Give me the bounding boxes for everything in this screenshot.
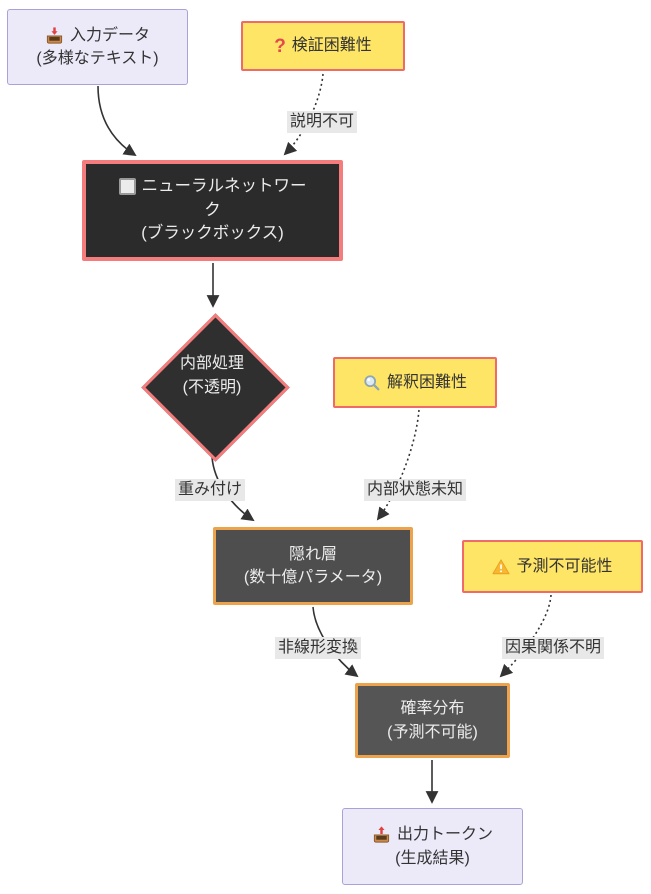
verification-difficulty-label: 検証困難性 bbox=[291, 37, 372, 55]
magnifier-icon bbox=[363, 374, 381, 392]
inbox-tray-icon bbox=[45, 26, 64, 45]
neural-network-title-line1: ニューラルネットワー bbox=[141, 176, 307, 195]
edge-label-internal-state-unknown: 内部状態未知 bbox=[363, 479, 467, 501]
edge-verification-to-nn bbox=[283, 73, 324, 156]
edge-unpredictability-to-probability bbox=[499, 594, 552, 678]
internal-process-text: 内部処理 (不透明) bbox=[132, 352, 292, 400]
edge-label-explain-impossible: 説明不可 bbox=[286, 111, 358, 133]
white-square-icon bbox=[118, 178, 136, 196]
internal-process-title: 内部処理 bbox=[179, 355, 244, 372]
probability-title: 確率分布 bbox=[400, 700, 465, 718]
input-data-subtitle: (多様なテキスト) bbox=[36, 50, 159, 67]
hidden-layer-subtitle: (数十億パラメータ) bbox=[243, 569, 383, 586]
edge-label-weighting: 重み付け bbox=[174, 479, 246, 501]
unpredictability-note: 予測不可能性 bbox=[462, 540, 643, 593]
neural-network-title-line2: ク bbox=[204, 200, 221, 219]
probability-subtitle: (予測不可能) bbox=[387, 723, 478, 741]
edge-input-to-nn bbox=[97, 85, 137, 157]
warning-icon bbox=[492, 558, 511, 576]
input-data-node: 入力データ (多様なテキスト) bbox=[7, 9, 188, 85]
hidden-layer-node: 隠れ層 (数十億パラメータ) bbox=[213, 527, 413, 605]
hidden-layer-title: 隠れ層 bbox=[288, 545, 337, 563]
output-token-title: 出力トークン bbox=[396, 826, 493, 844]
interpretation-difficulty-note: 解釈困難性 bbox=[333, 357, 497, 408]
input-data-title: 入力データ bbox=[69, 26, 150, 44]
internal-process-subtitle: (不透明) bbox=[182, 379, 242, 396]
output-token-node: 出力トークン (生成結果) bbox=[342, 808, 523, 885]
probability-distribution-node: 確率分布 (予測不可能) bbox=[355, 683, 510, 758]
edge-label-nonlinear-transform: 非線形変換 bbox=[274, 637, 362, 659]
neural-network-subtitle: (ブラックボックス) bbox=[141, 224, 284, 243]
edge-label-causality-unknown: 因果関係不明 bbox=[501, 637, 605, 659]
unpredictability-label: 予測不可能性 bbox=[516, 557, 613, 575]
outbox-tray-icon bbox=[372, 825, 391, 844]
output-token-subtitle: (生成結果) bbox=[395, 849, 470, 867]
interpretation-difficulty-label: 解釈困難性 bbox=[386, 373, 467, 391]
question-mark-icon: ? bbox=[274, 35, 286, 57]
edge-interpretation-to-hidden bbox=[376, 409, 420, 521]
neural-network-node: ニューラルネットワー ク (ブラックボックス) bbox=[82, 160, 343, 261]
verification-difficulty-note: ? 検証困難性 bbox=[241, 21, 405, 71]
